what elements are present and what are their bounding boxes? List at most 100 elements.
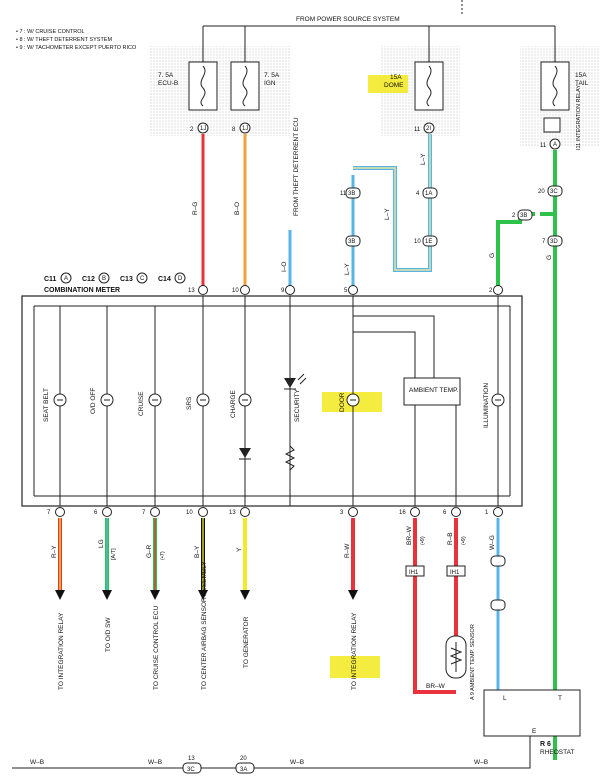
highlight-dome: [368, 75, 408, 93]
junction-pin-2: 2: [512, 213, 516, 219]
wire-g-1: [496, 212, 535, 287]
wire-label-bo: B–O: [234, 202, 241, 215]
ambient-sensor-label: A 9 AMBIENT TEMP. SENSOR: [470, 624, 476, 700]
fuse-ign: [230, 61, 260, 111]
bwire-sub-9a: (•9): [420, 536, 426, 545]
fuse-1-pin: 2: [190, 127, 194, 133]
connector-c12-letter: B: [102, 276, 106, 282]
rheostat-pin-e: E: [532, 728, 537, 735]
power-source-label: FROM POWER SOURCE SYSTEM: [296, 16, 400, 23]
meter-item-charge: CHARGE: [230, 390, 237, 418]
fuse-2-name: IGN: [264, 80, 276, 87]
security-resistor: [284, 445, 296, 471]
fuse-1-conn: 1J: [200, 126, 206, 132]
fuse-3-amp: 15A: [390, 74, 402, 81]
ground-j1-pin: 13: [188, 756, 195, 762]
wire-label-io: I–O: [281, 262, 288, 272]
bwire-label-rb: R–B: [447, 532, 454, 545]
ambient-temp-box: [403, 377, 461, 406]
combination-meter: [21, 295, 523, 507]
feed-lines: [202, 26, 556, 62]
bottom-pin-6b: 6: [443, 510, 447, 516]
junction-3b-c: 3B: [520, 213, 527, 219]
connector-c11: C11: [44, 276, 57, 283]
fuse-tail: [540, 61, 570, 111]
junction-pin-7: 7: [542, 239, 546, 245]
bottom-pin-13: 13: [229, 510, 236, 516]
meter-bottom-pins: [55, 507, 503, 517]
connector-c12: C12: [82, 276, 95, 283]
top-pin-2: 2: [489, 288, 493, 294]
bwire-label-rw: R–W: [344, 543, 351, 558]
top-pin-5: 5: [344, 288, 348, 294]
security-led-rays: [284, 373, 307, 390]
meter-inner-frame: [33, 305, 511, 497]
dest-generator: TO GENERATOR: [243, 616, 250, 668]
bwire-label-lg: LG: [98, 539, 105, 548]
fuse-1-name: ECU-B: [158, 80, 178, 87]
wire-l-y-2: [353, 134, 432, 272]
fuse-3-name: DOME: [384, 82, 404, 89]
junction-3c: 3C: [550, 189, 558, 195]
bottom-pin-10: 10: [186, 510, 193, 516]
rheostat-pin-t: T: [558, 695, 562, 702]
ambient-outputs: [414, 405, 457, 506]
bottom-pin-7b: 7: [142, 510, 146, 516]
bottom-pin-16: 16: [399, 510, 406, 516]
ground-j2: 3A: [240, 767, 247, 773]
junction-3b-b: 3B: [348, 239, 355, 245]
charge-diode: [239, 448, 251, 458]
fuse-3-conn: 2I: [426, 126, 431, 132]
junction-pin-4: 4: [416, 191, 420, 197]
highlight-dest: [330, 656, 380, 678]
fuse-4-amp: 15A: [575, 72, 587, 79]
dest-integration-relay-1: TO INTEGRATION RELAY: [58, 612, 65, 690]
wire-label-ly1: L–Y: [344, 263, 351, 275]
junction-3d: 3D: [550, 239, 558, 245]
connector-c13: C13: [120, 276, 133, 283]
ground-wire-2: W–B: [148, 759, 162, 766]
fuse-ecu-b: [188, 61, 218, 111]
fuse-2-amp: 7. 5A: [264, 72, 280, 79]
fuse-2-conn: 1J: [242, 126, 248, 132]
ih1-connector-a: [405, 565, 425, 577]
bwire-label-y: Y: [236, 547, 243, 552]
dest-od-sw: TO O/D SW: [105, 617, 112, 652]
rheostat-box: [483, 689, 581, 737]
ground-junction-1: [182, 762, 202, 774]
ground-wire-4: W–B: [474, 759, 488, 766]
junction-1a: 1A: [425, 191, 432, 197]
fuse-area-left: [150, 46, 290, 136]
meter-item-od-off: O/D OFF: [90, 388, 97, 414]
fuse-4-pin: 11: [540, 143, 547, 149]
ambient-sensor-element: [449, 642, 463, 672]
junction-pin-11: 11: [340, 191, 347, 197]
wire-label-g2: G: [546, 255, 553, 260]
junction-1e: 1E: [425, 239, 432, 245]
top-pin-10: 10: [232, 288, 239, 294]
bwire-label-wg: W–G: [489, 535, 496, 550]
fuse-2-pin: 8: [232, 127, 236, 133]
junction-3b-wg: [490, 555, 506, 567]
from-theft-label: FROM THEFT DETERRENT ECU: [293, 117, 300, 216]
junctions: [345, 185, 563, 247]
security-led: [284, 378, 296, 388]
ambient-feed: [353, 315, 435, 378]
rheostat-pin-l: L: [503, 695, 507, 702]
connector-c14-letter: D: [178, 276, 183, 282]
wire-label-rg: R–G: [192, 202, 199, 215]
fuse-3-pin: 11: [414, 127, 421, 133]
fuse-dome: [414, 61, 444, 111]
dest-cruise-ecu: TO CRUISE CONTROL ECU: [153, 606, 160, 690]
bwire-label-ry: R–Y: [51, 545, 58, 558]
note-3: • 9 : W/ TACHOMETER EXCEPT PUERTO RICO: [16, 45, 137, 51]
dest-integration-relay-2: TO INTEGRATION RELAY: [351, 612, 358, 690]
meter-item-security: SECURITY: [294, 388, 301, 422]
sensor-wire-label: BR–W: [426, 683, 446, 690]
connector-c13-letter: C: [140, 276, 145, 282]
wire-label-ly2: L–Y: [384, 208, 391, 220]
bottom-pin-7a: 7: [47, 510, 51, 516]
connector-c11-letter: A: [64, 276, 68, 282]
wire-label-g1: G: [489, 253, 496, 258]
